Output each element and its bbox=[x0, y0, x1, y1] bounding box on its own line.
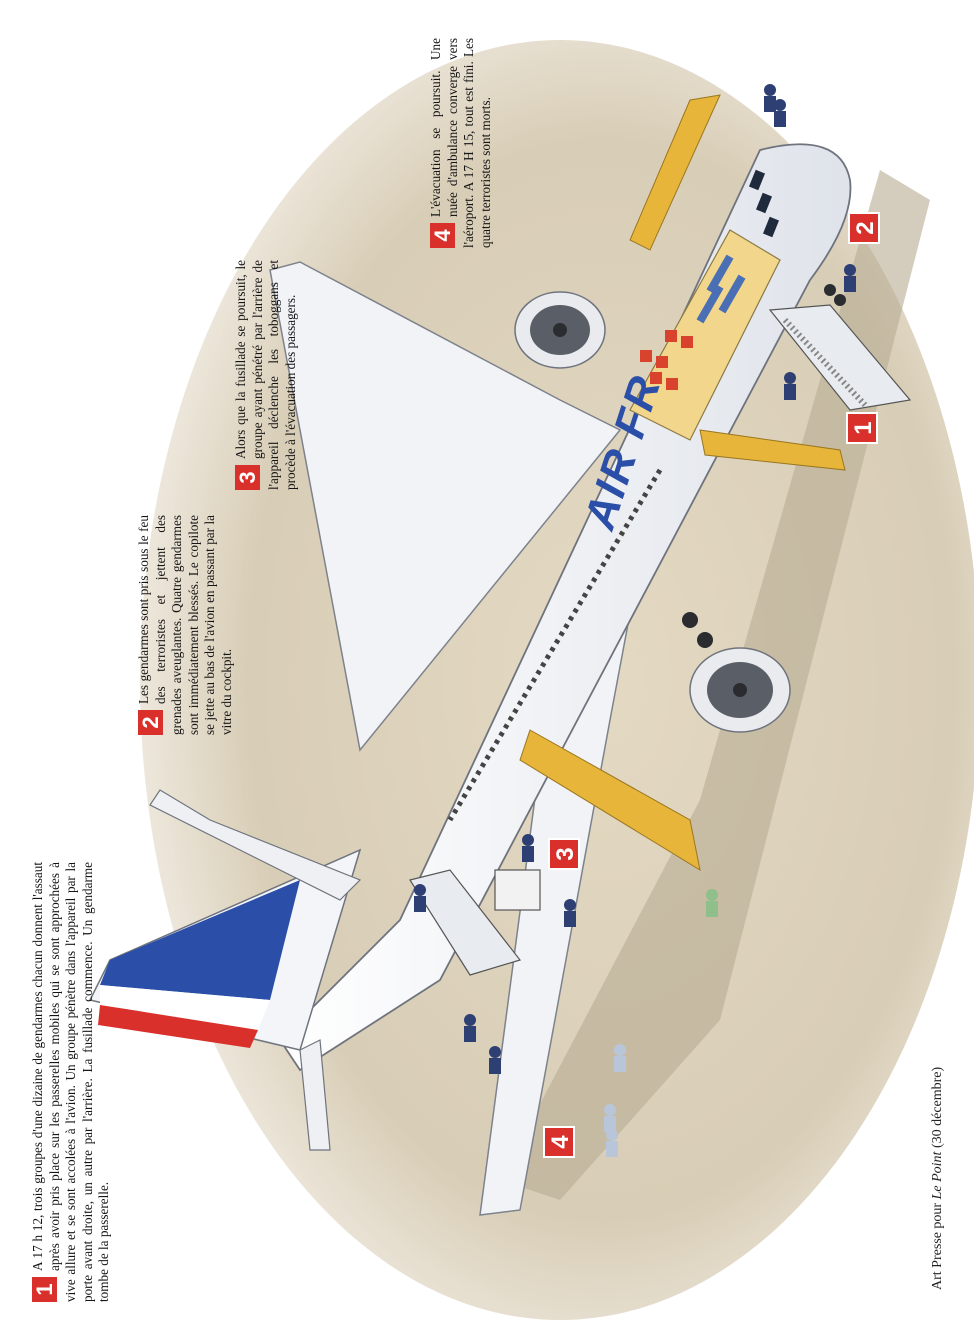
marker-2: 2 bbox=[848, 212, 880, 244]
caption-1: 1 A 17 h 12, trois groupes d'une dizaine… bbox=[30, 862, 113, 1302]
caption-text: L'évacuation se poursuit. Une nuée d'amb… bbox=[428, 38, 493, 248]
caption-text: Les gendarmes sont pris sous le feu des … bbox=[136, 515, 234, 735]
gendarme-figures bbox=[414, 84, 856, 1074]
escape-slide-rear bbox=[519, 729, 701, 872]
escape-slide-top bbox=[629, 94, 721, 251]
stabilizer-top bbox=[149, 789, 362, 901]
landing-gear bbox=[682, 284, 846, 648]
mobile-stairs-rear bbox=[409, 869, 541, 976]
marker-4: 4 bbox=[543, 1126, 575, 1158]
caption-number: 4 bbox=[430, 223, 455, 248]
passenger-figures bbox=[604, 889, 718, 1157]
publication-name: Le Point bbox=[930, 1151, 945, 1200]
wing-top bbox=[269, 261, 622, 752]
escape-slide-front bbox=[699, 429, 846, 471]
caption-2: 2 Les gendarmes sont pris sous le feu de… bbox=[136, 515, 236, 735]
caption-text: A 17 h 12, trois groupes d'une dizaine d… bbox=[30, 862, 112, 1302]
stabilizer-bottom bbox=[299, 1039, 331, 1151]
plane-shadow bbox=[500, 170, 930, 1200]
tail-fin bbox=[88, 848, 362, 1051]
caption-text: Alors que la fusillade se poursuit, le g… bbox=[233, 260, 298, 490]
marker-3: 3 bbox=[548, 838, 580, 870]
mobile-stairs-front bbox=[768, 304, 912, 411]
illustration-credit: Art Presse pour Le Point (30 décembre) bbox=[930, 1066, 945, 1290]
cockpit-windows bbox=[748, 169, 780, 238]
caption-3: 3 Alors que la fusillade se poursuit, le… bbox=[233, 260, 299, 490]
engine-lower bbox=[689, 647, 791, 733]
caption-number: 2 bbox=[138, 710, 163, 735]
caption-number: 3 bbox=[235, 465, 260, 490]
cabin-cutaway bbox=[629, 229, 781, 441]
caption-4: 4 L'évacuation se poursuit. Une nuée d'a… bbox=[428, 38, 494, 248]
marker-1: 1 bbox=[846, 412, 878, 444]
engine-upper bbox=[514, 291, 606, 369]
caption-number: 1 bbox=[32, 1277, 57, 1302]
